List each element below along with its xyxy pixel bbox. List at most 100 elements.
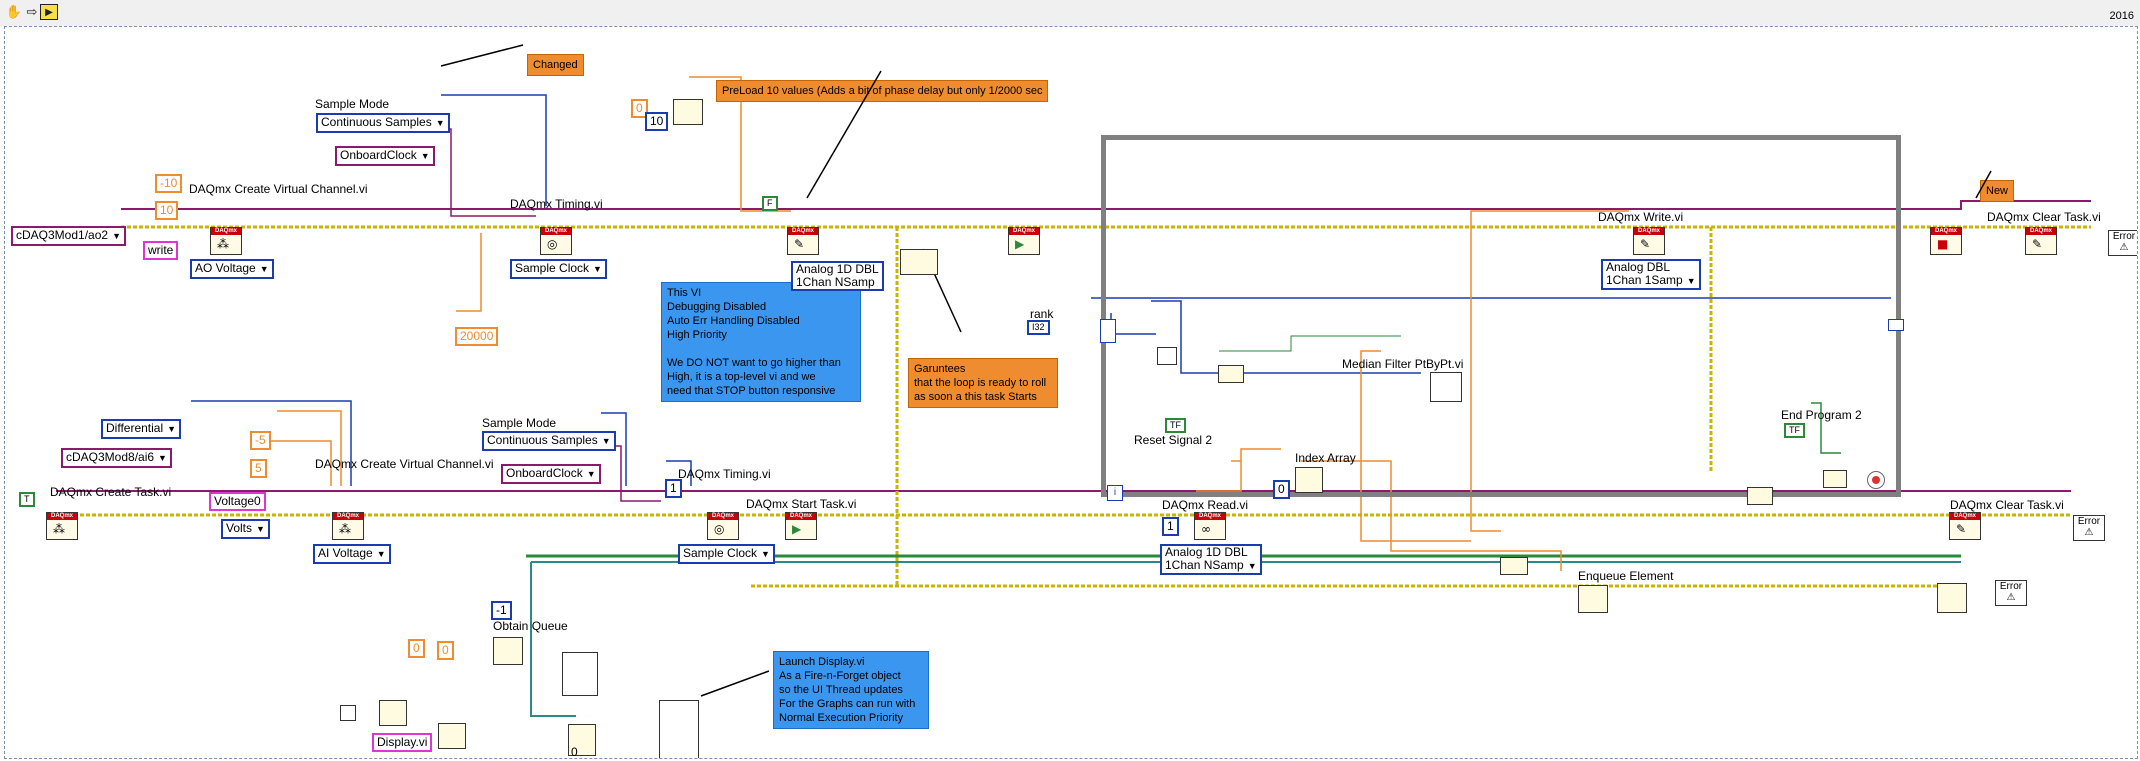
obtain-queue-node[interactable]: [493, 637, 523, 665]
hand-icon[interactable]: ✋: [5, 4, 23, 20]
create-channel-bottom-node[interactable]: DAQmx⁂: [332, 512, 364, 540]
error-handler-bottom[interactable]: Error⚠: [2073, 515, 2105, 541]
rank-label: rank: [1030, 307, 1054, 321]
create-task-label: DAQmx Create Task.vi: [50, 485, 172, 499]
merge-errors-node[interactable]: [900, 249, 938, 275]
forward-icon[interactable]: ⇨: [26, 4, 38, 20]
while-loop[interactable]: [1101, 135, 1901, 497]
loop-iteration-terminal: i: [1107, 485, 1123, 501]
read-type-selector[interactable]: Analog 1D DBL 1Chan NSamp▼: [1160, 544, 1262, 575]
error-handler-queue[interactable]: Error⚠: [1995, 580, 2027, 606]
end-program-control[interactable]: TF: [1784, 423, 1805, 438]
error-handler-top[interactable]: Error⚠: [2108, 230, 2137, 256]
path-constant[interactable]: [340, 705, 356, 721]
build-path-node[interactable]: [438, 723, 466, 749]
display-vi-constant[interactable]: Display.vi: [372, 733, 433, 752]
obtain-queue-label: Obtain Queue: [493, 619, 568, 633]
clock-top-dropdown[interactable]: OnboardClock▼: [335, 146, 435, 166]
start-task-top-node[interactable]: DAQmx▶: [1008, 227, 1040, 255]
block-diagram[interactable]: i Changed PreLoad 10 values (Adds a bit …: [4, 26, 2138, 759]
start-async-call-node[interactable]: [659, 700, 699, 758]
min-top-constant[interactable]: -10: [155, 174, 183, 193]
max-bottom-constant[interactable]: 5: [250, 459, 267, 478]
start-task-bottom-node[interactable]: DAQmx▶: [785, 512, 817, 540]
timing-top-node[interactable]: DAQmx◎: [540, 227, 572, 255]
reset-signal-label: Reset Signal 2: [1134, 433, 1213, 447]
read-node[interactable]: DAQmx∞: [1194, 512, 1226, 540]
or-stop-node[interactable]: [1823, 470, 1847, 488]
false-constant[interactable]: F: [762, 196, 778, 211]
strip-path-node[interactable]: [379, 700, 407, 726]
toolbar: ✋ ⇨ ▶ 2016: [0, 0, 2140, 26]
one-constant[interactable]: 1: [665, 479, 682, 498]
sample-mode-label-bottom: Sample Mode: [482, 416, 557, 430]
write-type-selector[interactable]: Analog 1D DBL 1Chan NSamp: [791, 261, 884, 291]
version-label: 2016: [2109, 10, 2134, 22]
clear-bottom-label: DAQmx Clear Task.vi: [1950, 498, 2064, 512]
channel-ao2-dropdown[interactable]: cDAQ3Mod1/ao2▼: [11, 226, 126, 246]
create-task-node[interactable]: DAQmx⁂: [46, 512, 78, 540]
index-array-node[interactable]: [1295, 467, 1323, 493]
name-constant[interactable]: Voltage0: [209, 492, 266, 511]
unbundle-error-node[interactable]: [1747, 487, 1773, 505]
stop-terminal[interactable]: [1867, 471, 1885, 489]
write-loop-node[interactable]: DAQmx✎: [1633, 227, 1665, 255]
zero-b-constant[interactable]: 0: [437, 641, 454, 660]
shift-register-right[interactable]: [1888, 319, 1904, 331]
open-vi-ref-node[interactable]: [568, 724, 596, 756]
reset-signal-control[interactable]: TF: [1165, 418, 1186, 433]
write-preload-node[interactable]: DAQmx✎: [787, 227, 819, 255]
neg-one-constant[interactable]: -1: [491, 601, 512, 620]
preload-count-constant[interactable]: 0: [631, 99, 648, 118]
display-vi-file-icon[interactable]: [562, 652, 598, 696]
note-preload: PreLoad 10 values (Adds a bit of phase d…: [716, 80, 1049, 102]
stop-task-top-node[interactable]: DAQmx■: [1930, 227, 1962, 255]
min-bottom-constant[interactable]: -5: [250, 431, 271, 450]
units-selector[interactable]: Volts▼: [221, 519, 270, 539]
preload-length-constant[interactable]: 10: [645, 112, 669, 131]
true-constant[interactable]: T: [19, 492, 35, 507]
write-loop-label: DAQmx Write.vi: [1598, 210, 1684, 224]
rate-constant[interactable]: 20000: [455, 327, 499, 346]
shift-register-left[interactable]: [1100, 319, 1116, 343]
clear-task-bottom-node[interactable]: DAQmx✎: [1949, 512, 1981, 540]
run-icon[interactable]: ▶: [40, 4, 58, 20]
release-queue-node[interactable]: [1937, 583, 1967, 613]
median-filter-node[interactable]: [1430, 372, 1462, 402]
sample-clock-bottom-selector[interactable]: Sample Clock▼: [678, 544, 775, 564]
zero-c-constant: 0: [571, 745, 578, 759]
sample-clock-top-selector[interactable]: Sample Clock▼: [510, 259, 607, 279]
rank-control[interactable]: I32: [1027, 320, 1050, 335]
note-new: New: [1980, 180, 2015, 202]
write-type2-selector[interactable]: Analog DBL 1Chan 1Samp▼: [1601, 259, 1701, 290]
index-constant[interactable]: 0: [1273, 480, 1290, 499]
or-node[interactable]: [1218, 365, 1244, 383]
note-this-vi: This VI Debugging Disabled Auto Err Hand…: [661, 282, 861, 402]
sample-mode-top-dropdown[interactable]: Continuous Samples▼: [316, 113, 450, 133]
clear-top-label: DAQmx Clear Task.vi: [1987, 210, 2101, 224]
enqueue-node[interactable]: [1578, 585, 1608, 613]
max-top-constant[interactable]: 10: [155, 201, 179, 220]
sample-mode-bottom-dropdown[interactable]: Continuous Samples▼: [482, 431, 616, 451]
write-constant[interactable]: write: [143, 241, 179, 260]
timing-bottom-label: DAQmx Timing.vi: [678, 467, 771, 481]
median-filter-label: Median Filter PtByPt.vi: [1342, 357, 1464, 371]
ao-voltage-selector[interactable]: AO Voltage▼: [190, 259, 274, 279]
channel-ai6-dropdown[interactable]: cDAQ3Mod8/ai6▼: [61, 448, 172, 468]
timing-top-label: DAQmx Timing.vi: [510, 197, 603, 211]
create-channel-top-node[interactable]: DAQmx⁂: [210, 227, 242, 255]
not-equal-node[interactable]: [1157, 347, 1177, 365]
initialize-array-node[interactable]: [673, 99, 703, 125]
create-channel-top-label: DAQmx Create Virtual Channel.vi: [189, 182, 368, 196]
note-garuntees: Garuntees that the loop is ready to roll…: [908, 358, 1058, 408]
terminal-config-dropdown[interactable]: Differential▼: [101, 419, 182, 439]
timing-bottom-node[interactable]: DAQmx◎: [707, 512, 739, 540]
clear-task-top-node[interactable]: DAQmx✎: [2025, 227, 2057, 255]
start-task-label: DAQmx Start Task.vi: [746, 497, 857, 511]
clock-bottom-dropdown[interactable]: OnboardClock▼: [501, 464, 601, 484]
note-arrows: [440, 44, 1992, 697]
zero-a-constant[interactable]: 0: [408, 639, 425, 658]
read-samples-constant[interactable]: 1: [1162, 517, 1179, 536]
build-array-node[interactable]: [1500, 557, 1528, 575]
ai-voltage-selector[interactable]: AI Voltage▼: [313, 544, 391, 564]
